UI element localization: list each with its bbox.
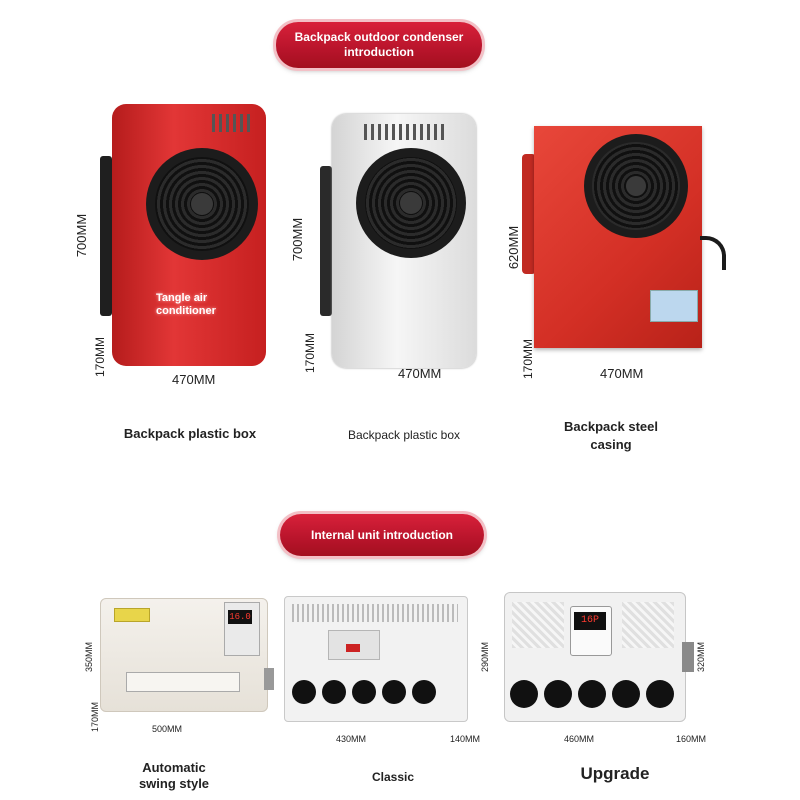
indoor-3-width: 460MM	[564, 734, 595, 744]
side-grille	[622, 602, 674, 648]
air-outlet	[646, 680, 674, 708]
display-panel: 16P	[574, 612, 606, 630]
side-bracket	[682, 642, 694, 672]
outdoor-1-width: 470MM	[172, 372, 216, 387]
outdoor-unit-red-plastic: Tangle air conditioner	[100, 104, 270, 366]
brand-panel: Tangle air conditioner	[156, 292, 242, 326]
outdoor-1-depth: 170MM	[93, 336, 108, 378]
air-outlet	[352, 680, 376, 704]
air-outlet	[510, 680, 538, 708]
outdoor-2-caption: Backpack plastic box	[347, 428, 461, 442]
side-connector	[264, 668, 274, 690]
indoor-2-width: 430MM	[336, 734, 367, 744]
indoor-section-title: Internal unit introduction	[311, 527, 453, 542]
temperature-display: 16.0	[229, 612, 251, 622]
air-outlet	[322, 680, 346, 704]
indoor-3-depth: 160MM	[676, 734, 707, 744]
indoor-1-width: 500MM	[152, 724, 183, 734]
indoor-unit-classic	[284, 596, 474, 722]
indoor-2-caption: Classic	[371, 770, 415, 784]
indoor-3-height: 320MM	[696, 641, 707, 673]
outdoor-section-title: Backpack outdoor condenser introduction	[294, 30, 464, 59]
air-outlet	[612, 680, 640, 708]
air-outlet	[544, 680, 572, 708]
indoor-1-height: 350MM	[84, 641, 95, 673]
outdoor-1-height: 700MM	[74, 213, 90, 258]
indoor-unit-upgrade: 16P	[504, 592, 698, 722]
outdoor-section-banner: Backpack outdoor condenser introduction	[276, 22, 482, 68]
outdoor-1-caption: Backpack plastic box	[123, 426, 257, 441]
outdoor-2-width: 470MM	[398, 366, 442, 381]
indoor-2-height: 290MM	[480, 641, 491, 673]
top-vents	[292, 604, 458, 622]
outdoor-3-width: 470MM	[600, 366, 644, 381]
indoor-section-banner: Internal unit introduction	[280, 514, 484, 556]
outdoor-3-height: 620MM	[506, 225, 522, 270]
fan-icon	[356, 148, 466, 258]
indoor-unit-swing: 16.0	[100, 598, 276, 712]
air-outlet	[382, 680, 406, 704]
air-outlet	[126, 672, 240, 692]
indoor-1-caption: Automatic swing style	[138, 760, 210, 791]
mounting-bracket	[100, 156, 112, 316]
indoor-3-caption: Upgrade	[580, 764, 650, 783]
mounting-bracket	[320, 166, 332, 316]
air-outlet	[412, 680, 436, 704]
outdoor-2-depth: 170MM	[303, 332, 318, 374]
indoor-2-depth: 140MM	[450, 734, 481, 744]
indoor-1-depth: 170MM	[90, 701, 101, 733]
brand-label: Tangle air conditioner	[156, 292, 216, 317]
side-grille	[512, 602, 564, 648]
label-plate	[650, 290, 698, 322]
display-panel	[346, 644, 360, 652]
air-outlet	[578, 680, 606, 708]
side-pipes	[522, 154, 536, 274]
top-vents	[364, 124, 444, 140]
outdoor-2-height: 700MM	[290, 217, 306, 262]
air-outlet	[292, 680, 316, 704]
outdoor-unit-steel	[522, 126, 726, 360]
outdoor-3-depth: 170MM	[521, 338, 536, 380]
fan-icon	[584, 134, 688, 238]
fan-icon	[146, 148, 258, 260]
outdoor-unit-white-plastic	[320, 114, 480, 368]
outdoor-3-caption: Backpack steel casing	[564, 419, 658, 452]
brand-sticker	[114, 608, 150, 622]
temperature-display: 16P	[580, 615, 599, 626]
display-panel: 16.0	[228, 610, 252, 624]
top-vents	[212, 114, 254, 132]
cable	[700, 236, 726, 270]
